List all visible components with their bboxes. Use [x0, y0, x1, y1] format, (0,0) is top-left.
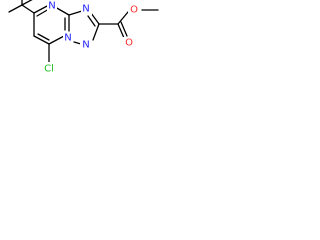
atom-n-bridge: N: [63, 32, 73, 44]
atom-n-triazole-label: N: [82, 40, 89, 51]
bond-n4-c3a: [54, 6, 70, 16]
bond-c6-c7: [33, 35, 50, 45]
bond-c7-n1: [48, 35, 65, 45]
atom-chlorine: Cl: [41, 62, 58, 76]
bond-n3-c2: [90, 12, 100, 25]
atom-label-layer: N N N N O O Cl: [41, 0, 140, 76]
atom-o-carbonyl-label: O: [125, 38, 133, 49]
bond-c5-n4: [33, 4, 50, 14]
bond-c2-n2: [92, 23, 100, 41]
bond-carbonyl-o-double: [117, 23, 125, 39]
atom-n-pyrimidine: N: [47, 0, 57, 12]
atom-o-carbonyl: O: [123, 37, 135, 49]
bond-carbonyl-o-double-2: [120, 21, 128, 37]
bond-ch-methyl-right: [21, 0, 33, 6]
atom-o-ether-label: O: [130, 5, 138, 16]
atom-n-triazole-top: N: [81, 3, 92, 15]
bond-c3a-n3: [68, 10, 83, 16]
atom-n-pyrimidine-label: N: [48, 1, 55, 12]
bond-ch-ring: [21, 4, 35, 14]
bond-n3-c2-double: [87, 15, 96, 27]
atom-n-triazole: N: [80, 39, 91, 51]
atom-n-triazole-top-label: N: [82, 4, 89, 15]
bond-carbonyl-o-ether: [117, 11, 129, 25]
bond-methyl-ch-left: [8, 4, 23, 13]
atom-n-bridge-label: N: [64, 33, 71, 44]
atom-o-ether: O: [128, 4, 140, 16]
bond-n2-n1: [73, 41, 82, 45]
atom-chlorine-label: Cl: [44, 64, 54, 75]
molecule-structure: N N N N O O Cl: [8, 0, 159, 76]
bond-c6-c7-double: [37, 33, 50, 41]
